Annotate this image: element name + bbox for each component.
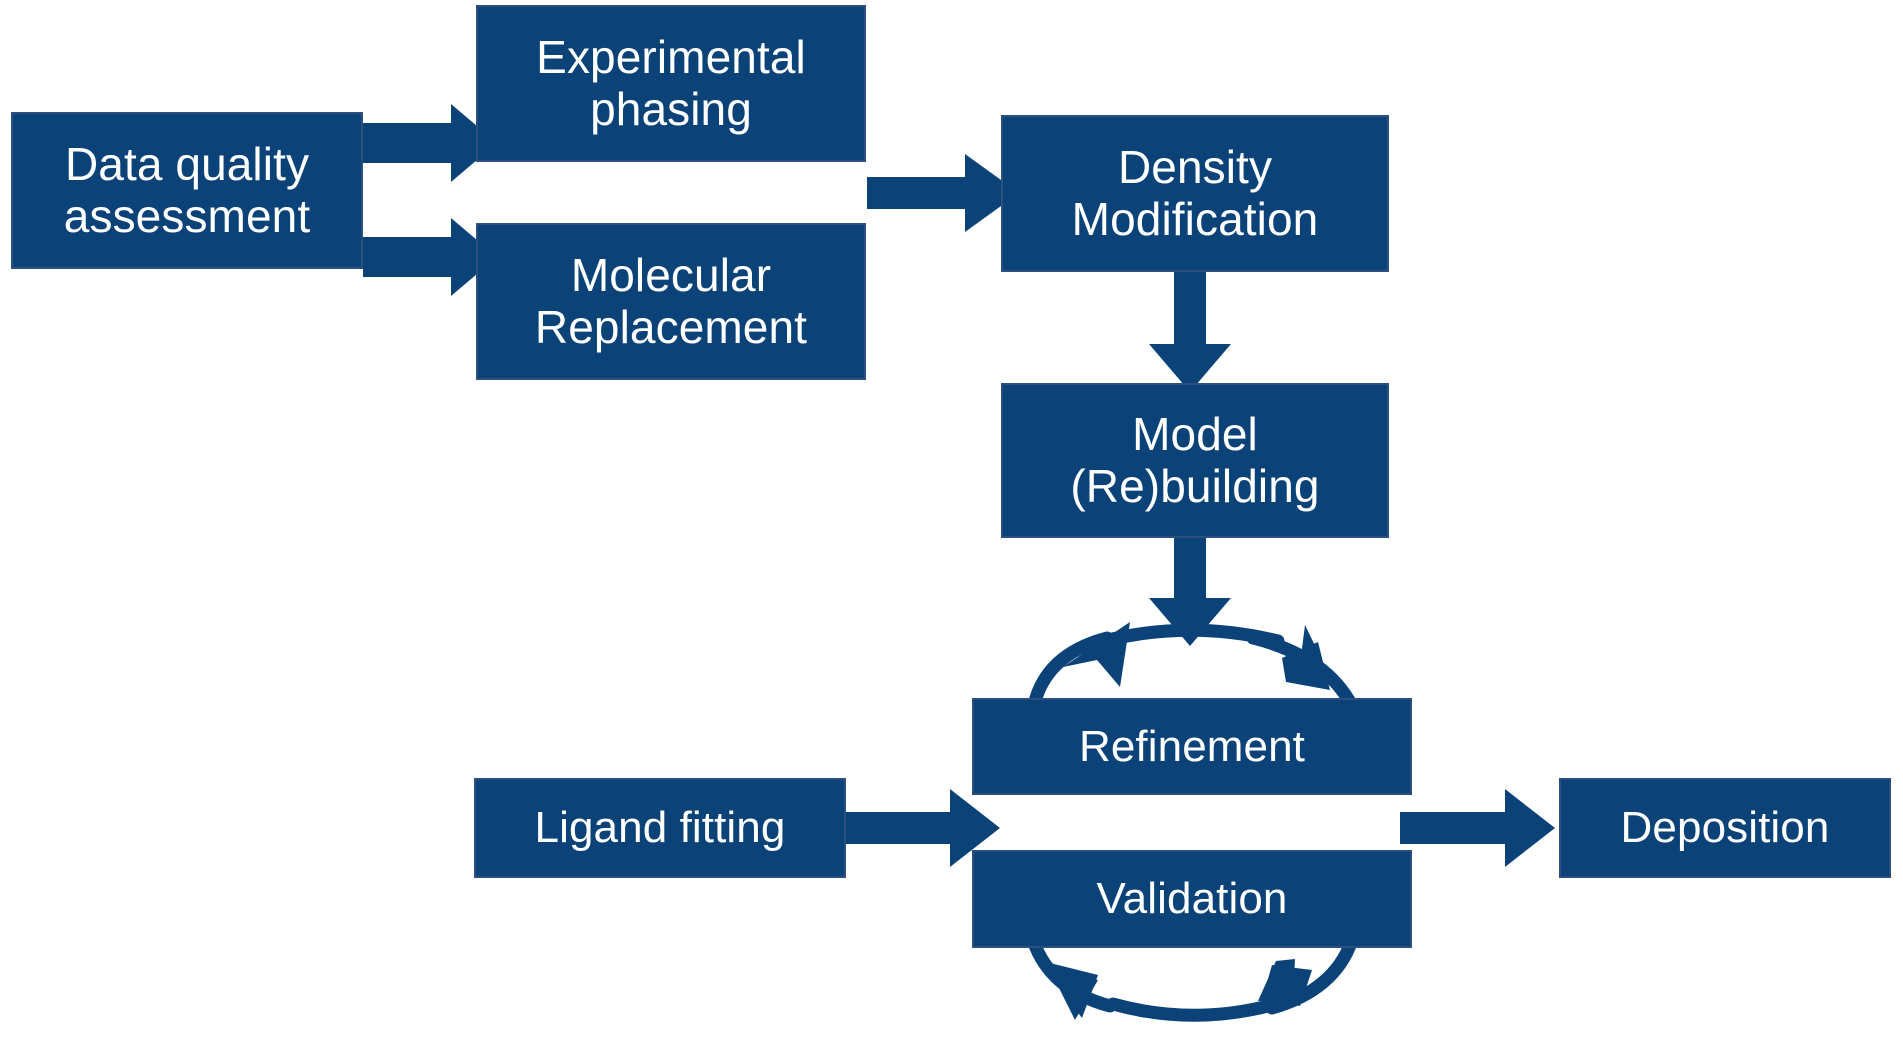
node-data-quality-assessment[interactable]: Data quality assessment [11,112,363,269]
cycle-arc-top-span [1101,623,1285,648]
node-experimental-phasing[interactable]: Experimental phasing [476,5,866,162]
node-model-rebuilding[interactable]: Model (Re)building [1001,383,1389,538]
arrow-cycle-to-deposition [1400,789,1555,867]
node-ligand-fitting[interactable]: Ligand fitting [474,778,846,878]
node-molecular-replacement[interactable]: Molecular Replacement [476,223,866,380]
node-refinement[interactable]: Refinement [972,698,1412,795]
node-validation[interactable]: Validation [972,850,1412,948]
cycle-arc-bottom-left-arrow [1026,933,1117,1020]
arrow-density-modification-to-model [1149,270,1231,392]
arrow-model-to-cycle [1149,534,1231,646]
cycle-arc-top-left-arrow [1026,622,1130,717]
cycle-arc-bottom-span [1106,997,1279,1022]
node-density-modification[interactable]: Density Modification [1001,115,1389,272]
arrow-phasing-to-density-modification [867,154,1019,232]
cycle-arc-bottom-right-arrow [1258,933,1359,1015]
node-deposition[interactable]: Deposition [1559,778,1891,878]
